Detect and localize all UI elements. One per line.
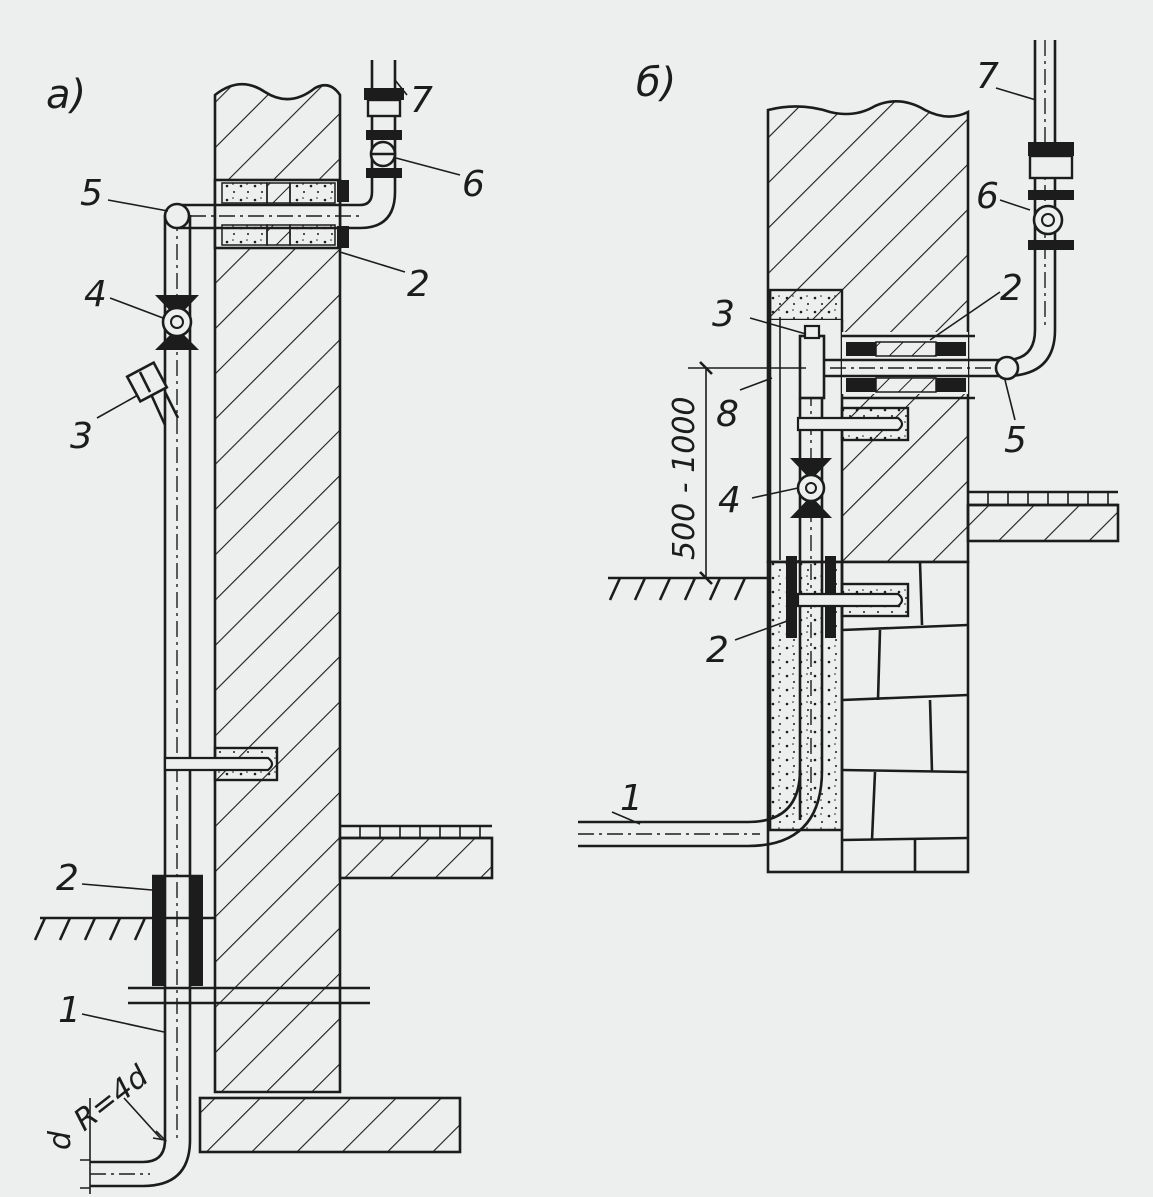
wall-sleeve-a — [213, 178, 342, 250]
radius-label-a: R=4d — [67, 1058, 156, 1138]
label-7-b: 7 — [976, 56, 999, 97]
diameter-label-a: d — [43, 1130, 78, 1150]
label-5-b: 5 — [1004, 420, 1027, 461]
view-a: а) 5 4 3 7 6 2 2 1 R=4d d — [33, 60, 494, 1194]
label-2-bottom-a: 2 — [56, 858, 79, 899]
label-1-a: 1 — [58, 990, 81, 1031]
valve-6-a — [366, 130, 402, 178]
bracket-b-upper — [796, 406, 910, 442]
valve-4-a — [155, 295, 199, 350]
label-2-top-a: 2 — [407, 264, 430, 305]
view-a-title: а) — [46, 72, 86, 118]
label-2-bottom-b: 2 — [706, 630, 729, 671]
wall-a — [213, 82, 342, 1094]
bracket-a — [163, 746, 279, 782]
dimension-500-1000 — [688, 361, 806, 585]
label-6-b: 6 — [976, 176, 999, 217]
tee-5-b — [994, 355, 1020, 381]
view-b: б) 7 6 2 3 8 5 4 2 1 500 - 1000 — [578, 40, 1120, 874]
label-4-b: 4 — [718, 480, 741, 521]
label-3-a: 3 — [70, 416, 93, 457]
label-8-b: 8 — [716, 394, 739, 435]
tee-5-a — [163, 202, 191, 230]
label-6-a: 6 — [462, 164, 485, 205]
label-5-a: 5 — [80, 173, 103, 214]
label-7-a: 7 — [410, 80, 433, 121]
foundation-a — [198, 1096, 462, 1154]
label-2-top-b: 2 — [1000, 268, 1023, 309]
valve-4-b — [790, 458, 832, 518]
ground-sleeve-2-a — [152, 874, 203, 986]
label-4-a: 4 — [84, 274, 107, 315]
floor-slab-a — [338, 836, 494, 880]
label-3-b: 3 — [712, 294, 735, 335]
label-1-b: 1 — [620, 778, 643, 819]
floor-slab-b — [966, 503, 1120, 543]
view-b-title: б) — [636, 60, 676, 106]
dimension-label-b: 500 - 1000 — [667, 396, 702, 560]
bracket-b-lower — [796, 582, 910, 618]
plug-3-b — [798, 334, 826, 400]
valve-6-b — [1028, 142, 1074, 250]
plug-3-a — [125, 360, 180, 426]
